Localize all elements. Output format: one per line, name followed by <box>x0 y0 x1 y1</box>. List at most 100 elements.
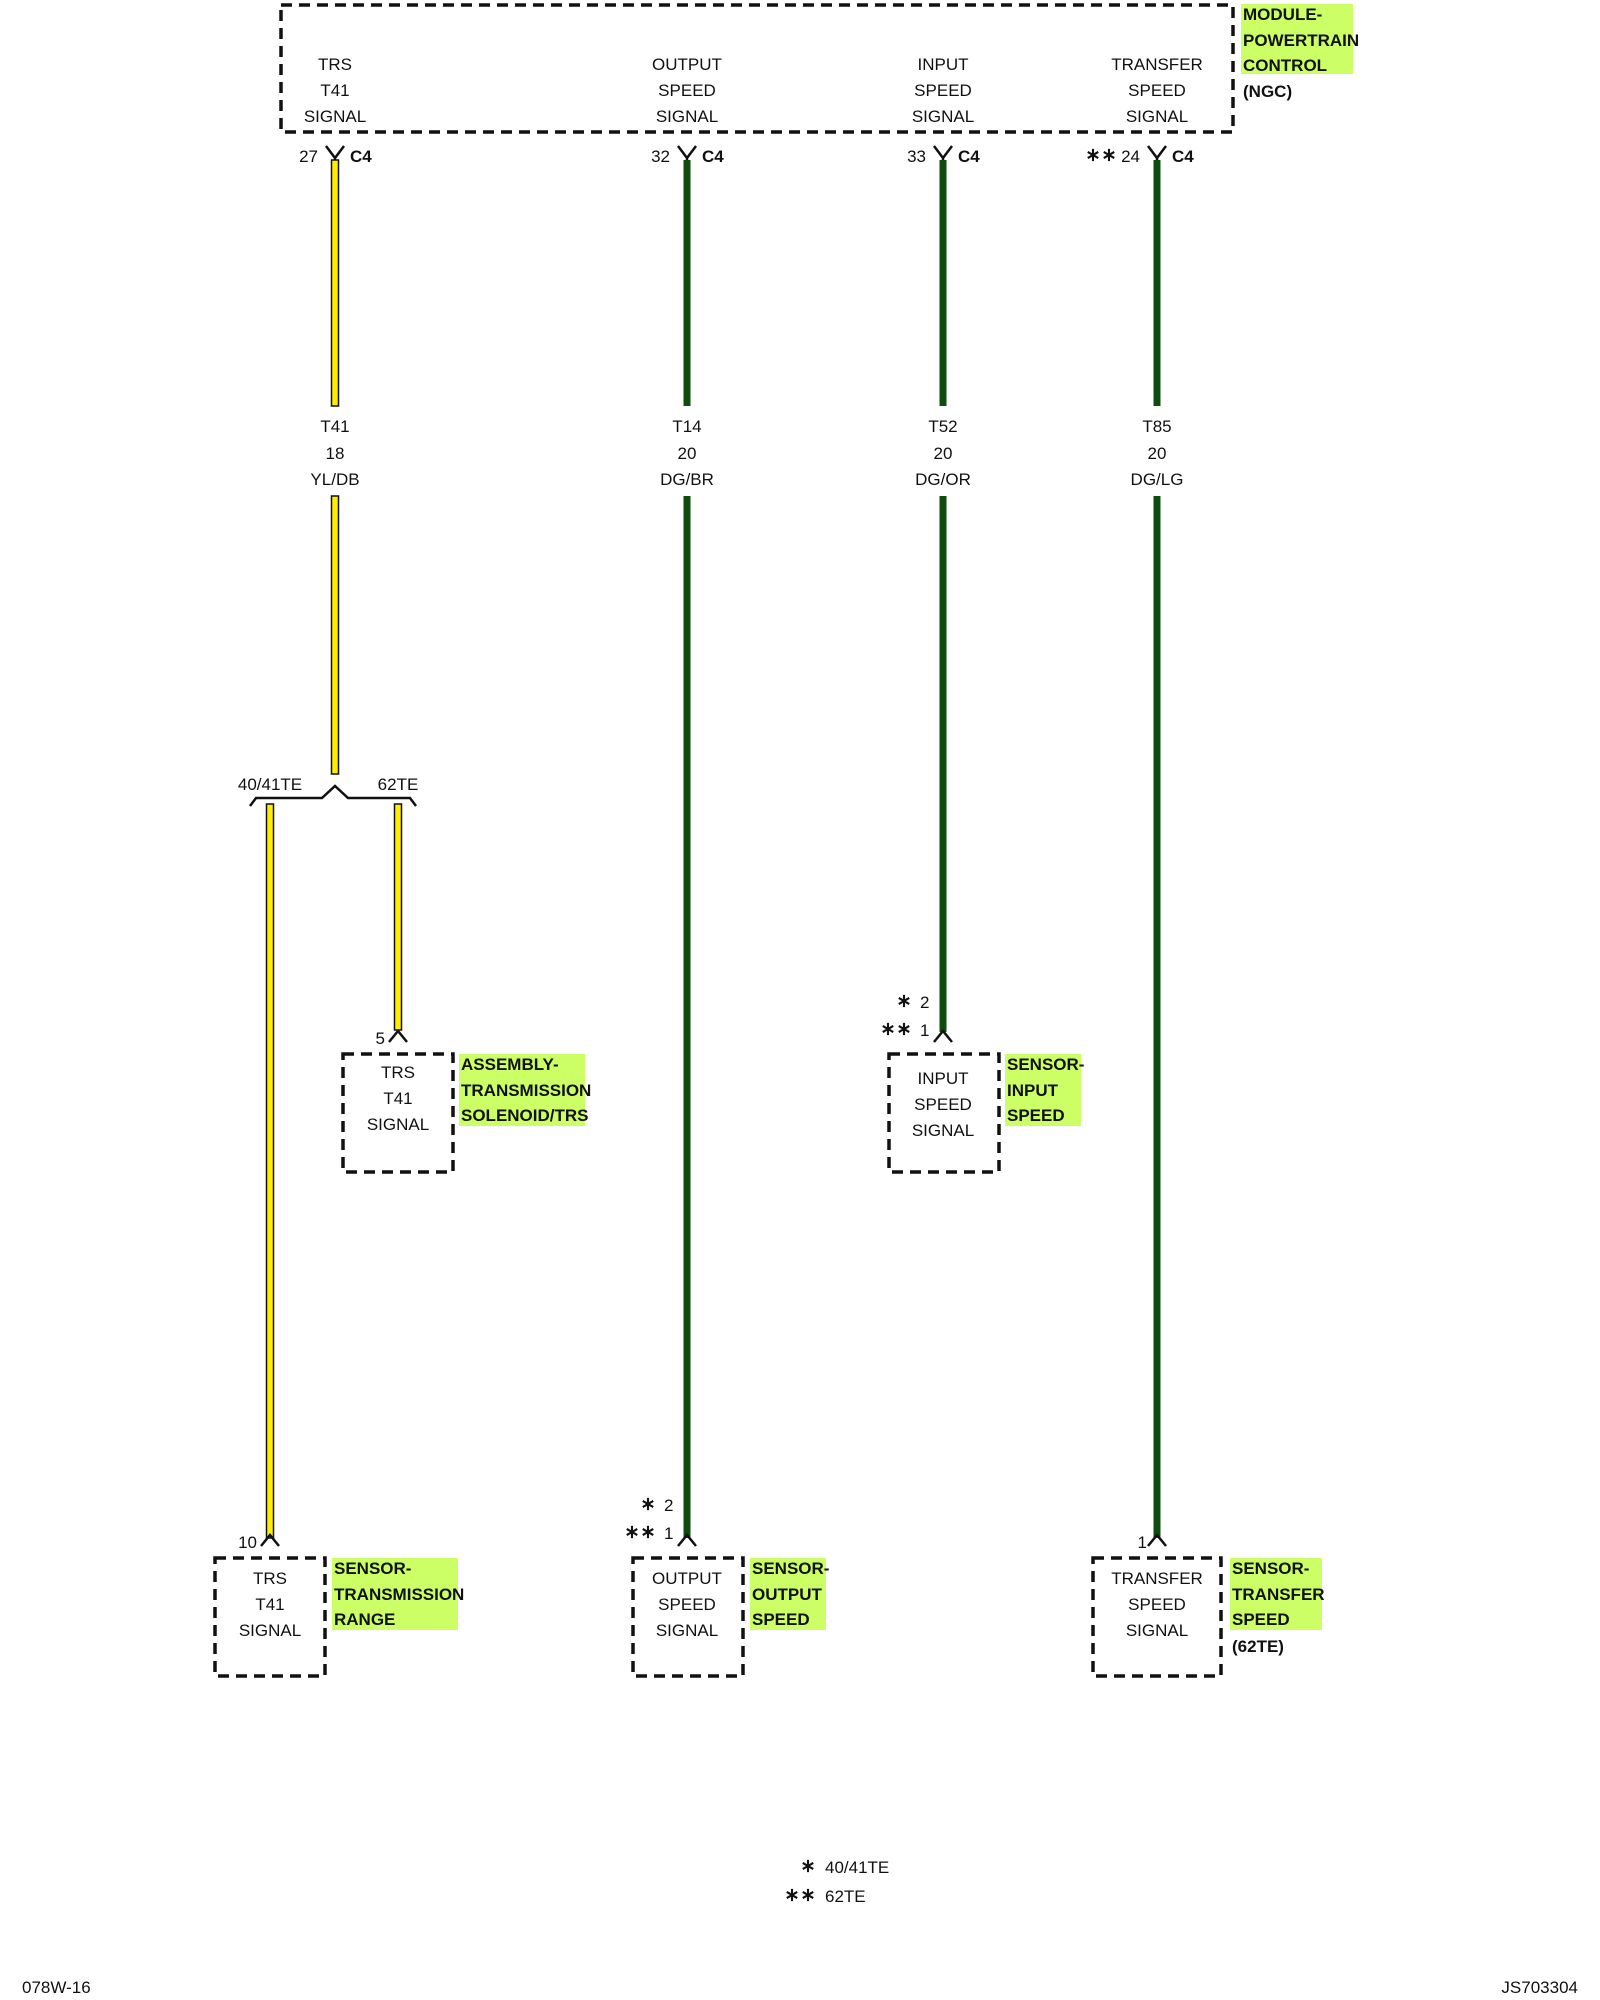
component-name-highlight <box>1005 1054 1081 1126</box>
pin-number: 32 <box>651 147 670 166</box>
wire-labels: T41 18 YL/DB T14 20 DG/BR T52 20 DG/OR T… <box>310 417 1183 489</box>
sensor-transmission-range: 10 TRS T41 SIGNAL SENSOR- TRANSMISSION R… <box>213 1533 464 1678</box>
component-name-line: SPEED <box>752 1610 810 1629</box>
assembly-transmission-solenoid: 5 TRS T41 SIGNAL ASSEMBLY- TRANSMISSION … <box>341 1029 591 1174</box>
wire-color: DG/OR <box>915 470 971 489</box>
wire-t85 <box>1153 160 1161 1538</box>
component-label-line: SIGNAL <box>656 1621 718 1640</box>
component-label-line: SIGNAL <box>1126 1621 1188 1640</box>
legend-text: 62TE <box>825 1887 866 1906</box>
footer-left: 078W-16 <box>22 1978 91 1997</box>
pin-number: 2 <box>920 993 929 1012</box>
component-name-line: TRANSMISSION <box>461 1081 591 1100</box>
component-label-line: T41 <box>255 1595 284 1614</box>
pin-number: 33 <box>907 147 926 166</box>
wire-circuit: T14 <box>672 417 701 436</box>
connector-id: C4 <box>350 147 372 166</box>
pin-number: 5 <box>376 1029 385 1048</box>
component-name-line: SENSOR- <box>1232 1559 1309 1578</box>
star-icon <box>897 994 911 1008</box>
pcm-pin-label-line: T41 <box>320 81 349 100</box>
component-name-line: SENSOR- <box>1007 1055 1084 1074</box>
component-name-highlight <box>459 1054 585 1126</box>
sensor-transfer-speed: 1 TRANSFER SPEED SIGNAL SENSOR- TRANSFER… <box>1091 1533 1325 1678</box>
component-name-line: ASSEMBLY- <box>461 1055 559 1074</box>
connector-fork-icon <box>388 1029 408 1043</box>
pin-number: 27 <box>299 147 318 166</box>
wire-gauge: 18 <box>326 444 345 463</box>
wire-gauge: 20 <box>678 444 697 463</box>
wire-segment-edge <box>330 159 340 407</box>
double-star-icon <box>897 1022 911 1036</box>
pcm-pin-label-line: SPEED <box>1128 81 1186 100</box>
pcm-name-line: POWERTRAIN <box>1243 31 1359 50</box>
component-name-highlight <box>332 1558 458 1630</box>
pcm-pin-output-speed: OUTPUT SPEED SIGNAL <box>652 55 722 126</box>
component-name-line: SENSOR- <box>334 1559 411 1578</box>
footer-right: JS703304 <box>1501 1978 1578 1997</box>
component-outline <box>631 1556 745 1678</box>
wire-color: DG/BR <box>660 470 714 489</box>
wire-segment <box>683 160 691 406</box>
pcm-pin-trs: TRS T41 SIGNAL <box>304 55 366 126</box>
component-label-line: SPEED <box>658 1595 716 1614</box>
pcm-pin-label-line: SPEED <box>914 81 972 100</box>
wire-segment-edge <box>330 495 340 775</box>
wire-segment <box>939 160 947 406</box>
component-outline <box>341 1052 455 1174</box>
pin-number: 1 <box>1138 1533 1147 1552</box>
pcm-pin-label-line: TRANSFER <box>1111 55 1203 74</box>
component-label-line: OUTPUT <box>652 1569 722 1588</box>
component-name-highlight <box>1230 1558 1322 1630</box>
connector-fork-icon <box>1147 1533 1167 1547</box>
pcm-pin-label-line: SIGNAL <box>656 107 718 126</box>
wire-segment <box>1153 160 1161 406</box>
wire-segment <box>939 496 947 1032</box>
component-label-line: SIGNAL <box>239 1621 301 1640</box>
component-name-line: SPEED <box>1232 1610 1290 1629</box>
wire-gauge: 20 <box>1148 444 1167 463</box>
wire-circuit: T41 <box>320 417 349 436</box>
pin-number: 1 <box>920 1021 929 1040</box>
split-label-right: 62TE <box>378 775 419 794</box>
pin-number: 1 <box>664 1524 673 1543</box>
component-name-line: INPUT <box>1007 1081 1059 1100</box>
double-star-icon <box>881 1022 895 1036</box>
connector-fork-icon <box>933 1029 953 1043</box>
pin-number: 10 <box>238 1533 257 1552</box>
wire-segment <box>394 804 402 1030</box>
pcm-pin-label-line: SIGNAL <box>912 107 974 126</box>
wire-segment <box>1153 496 1161 1538</box>
module-powertrain-control: TRS T41 SIGNAL OUTPUT SPEED SIGNAL INPUT… <box>279 3 1359 134</box>
pcm-pin-label-line: SIGNAL <box>304 107 366 126</box>
star-icon <box>641 1497 655 1511</box>
transmission-split: 40/41TE 62TE <box>238 775 419 1539</box>
double-star-icon <box>1086 148 1100 162</box>
component-name-line: TRANSFER <box>1232 1585 1325 1604</box>
legend-text: 40/41TE <box>825 1858 889 1877</box>
wire-segment <box>683 496 691 1538</box>
component-label-line: SIGNAL <box>912 1121 974 1140</box>
component-name-line: TRANSMISSION <box>334 1585 464 1604</box>
double-star-icon <box>801 1888 815 1902</box>
component-label-line: SIGNAL <box>367 1115 429 1134</box>
wire-segment <box>331 496 339 774</box>
wire-segment-edge <box>265 803 275 1539</box>
wire-color: DG/LG <box>1131 470 1184 489</box>
split-label-left: 40/41TE <box>238 775 302 794</box>
connector-fork-icon <box>260 1533 280 1547</box>
component-label-line: TRS <box>381 1063 415 1082</box>
wire-t52 <box>939 160 947 1032</box>
double-star-icon <box>625 1525 639 1539</box>
wire-color: YL/DB <box>310 470 359 489</box>
component-name-line: SPEED <box>1007 1106 1065 1125</box>
star-icon <box>801 1859 815 1873</box>
component-label-line: TRS <box>253 1569 287 1588</box>
component-name-line: OUTPUT <box>752 1585 823 1604</box>
pcm-pin-transfer-speed: TRANSFER SPEED SIGNAL <box>1111 55 1203 126</box>
component-label-line: T41 <box>383 1089 412 1108</box>
wire-t14 <box>683 160 691 1538</box>
pcm-pin-input-speed: INPUT SPEED SIGNAL <box>912 55 974 126</box>
pcm-pin-label-line: SPEED <box>658 81 716 100</box>
